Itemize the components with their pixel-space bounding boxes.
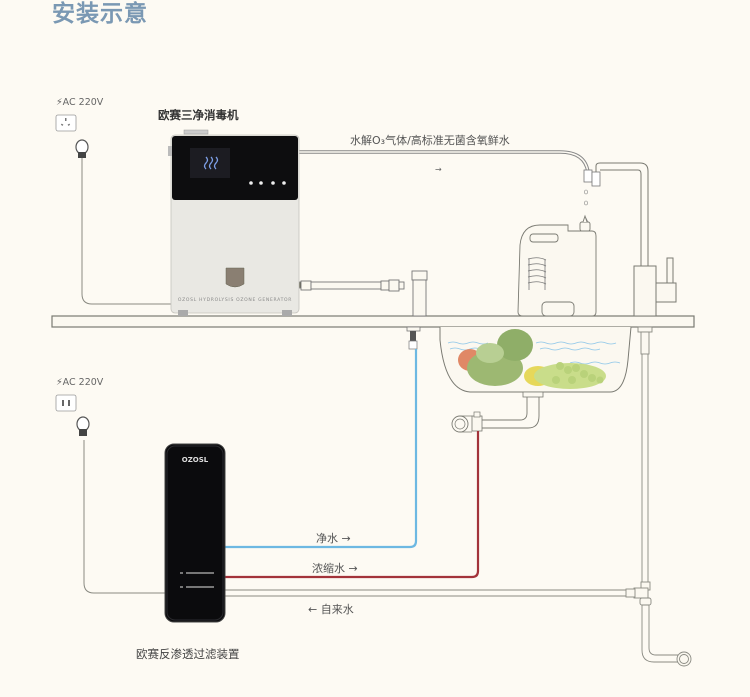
tap-water-pipe	[225, 589, 626, 597]
wall-socket-top-icon	[55, 114, 77, 132]
countertop	[51, 315, 695, 328]
kitchen-faucet	[595, 162, 677, 317]
ozone-wave-icon	[203, 156, 219, 170]
lightning-icon: ⚡	[56, 97, 63, 108]
power-cord-bottom	[83, 440, 165, 594]
vegetables-image	[458, 329, 606, 389]
lightning-icon: ⚡	[56, 377, 63, 388]
ozone-outlet-pipe	[298, 150, 590, 173]
power-label-bottom: ⚡AC 220V	[56, 377, 104, 388]
power-label-top: ⚡AC 220V	[56, 97, 104, 108]
sink	[439, 326, 632, 433]
flow-arrow-icon: →	[435, 165, 442, 174]
machine-front-text: OZOSL HYDROLYSIS OZONE GENERATOR	[178, 297, 292, 303]
water-jug	[517, 214, 597, 317]
brand-shield-icon	[225, 267, 245, 288]
pure-water-pipe	[225, 349, 418, 549]
outlet-line-label: 水解O₃气体/高标准无菌含氧鲜水	[350, 134, 510, 147]
power-plug-top-icon	[75, 139, 89, 158]
water-button-icon[interactable]	[271, 181, 275, 185]
page-title: 安装示意	[52, 1, 148, 27]
power-plug-bottom-icon	[76, 416, 90, 436]
concentrate-water-label: 浓缩水 →	[312, 562, 358, 575]
wall-socket-bottom-icon	[55, 394, 77, 412]
tap-water-label: ← 自来水	[308, 603, 354, 616]
concentrate-pipe	[225, 431, 480, 579]
ozone-machine-name: 欧赛三净消毒机	[158, 108, 239, 122]
power-cord-top	[81, 158, 176, 305]
tap-connector	[406, 326, 421, 350]
ro-device: OZOSL	[164, 443, 226, 623]
mode-button-icon[interactable]	[259, 181, 263, 185]
ozone-inlet-hose	[294, 270, 428, 317]
timer-button-icon[interactable]	[282, 181, 286, 185]
tap-water-supply-pipe	[625, 326, 692, 667]
control-buttons	[249, 181, 286, 185]
power-button-icon[interactable]	[249, 181, 253, 185]
ro-brand-logo: OZOSL	[182, 456, 209, 464]
spout-fitting	[583, 169, 601, 224]
ro-device-name: 欧赛反渗透过滤装置	[136, 647, 240, 661]
pure-water-label: 净水 →	[316, 532, 351, 545]
ozone-machine: OZOSL HYDROLYSIS OZONE GENERATOR	[168, 129, 300, 316]
